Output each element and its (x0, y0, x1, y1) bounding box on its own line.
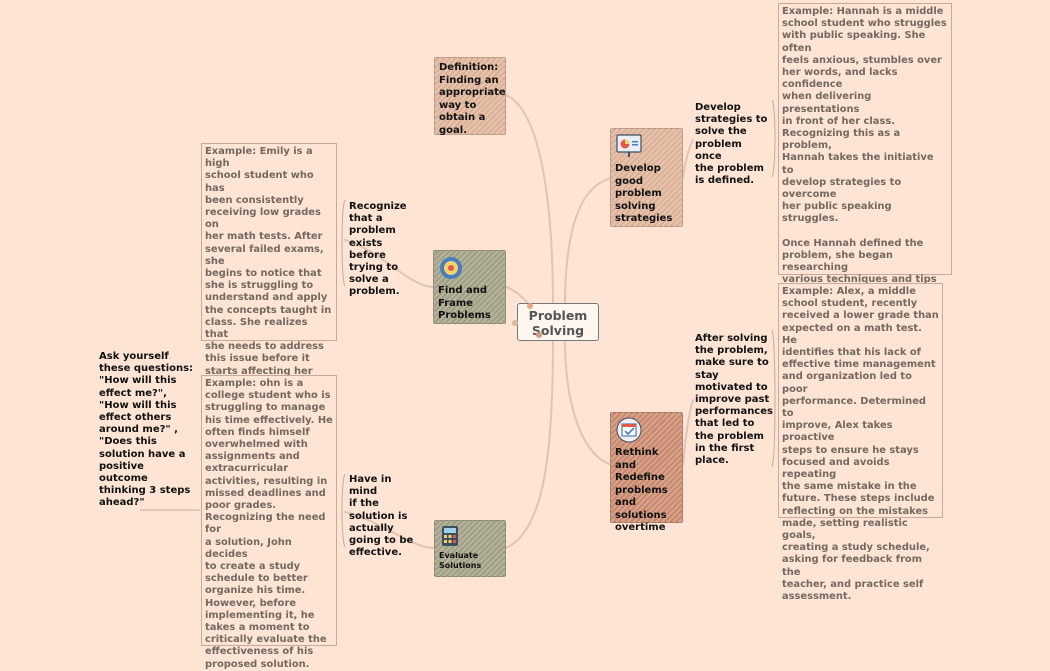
decoration-petal (527, 303, 533, 309)
connector-rethink (564, 339, 613, 466)
bracket-evaluate (341, 473, 346, 548)
rethink-node[interactable]: Rethink and Redefine problems and soluti… (610, 412, 683, 533)
bracket-find (341, 199, 346, 287)
evaluate-node[interactable]: Evaluate Solutions (434, 520, 506, 577)
connector-definition (505, 94, 554, 307)
decoration-petal (512, 320, 518, 326)
connector-lines (140, 94, 776, 549)
calculator-icon (442, 526, 458, 546)
definition-text: Definition: Finding an appropriate way t… (439, 62, 506, 136)
rethink-title: Rethink and Redefine problems and soluti… (615, 447, 668, 533)
bracket-rethink (771, 329, 776, 468)
connector-develop-label (682, 139, 694, 179)
presentation-icon (616, 134, 642, 157)
develop-strategies-title: Develop good problem solving strategies (615, 163, 673, 224)
find-frame-title: Find and Frame Problems (438, 285, 491, 321)
central-topic-title: Problem Solving (528, 308, 588, 338)
find-frame-example: Example: Emily is a high school student … (201, 143, 337, 401)
calendar-icon (616, 417, 642, 443)
evaluate-label: Have in mind if the solution is actually… (349, 474, 414, 559)
evaluate-title: Evaluate Solutions (439, 551, 482, 570)
definition-node[interactable]: Definition: Finding an appropriate way t… (434, 57, 506, 136)
develop-strategies-label: Develop strategies to solve the problem … (695, 102, 768, 187)
rethink-example: Example: Alex, a middle school student, … (778, 283, 943, 602)
target-icon (440, 257, 462, 279)
evaluate-example: Example: ohn is a college student who is… (201, 375, 337, 670)
central-topic[interactable]: Problem Solving (517, 303, 599, 341)
rethink-label: After solving the problem, make sure to … (695, 333, 773, 467)
connector-find-label (344, 239, 434, 288)
connector-develop (564, 177, 613, 307)
connector-rethink-label (682, 399, 694, 466)
develop-strategies-example: Example: Hannah is a middle school stude… (778, 3, 952, 395)
evaluate-questions: Ask yourself these questions: "How will … (99, 351, 194, 509)
connector-find-frame (505, 286, 531, 306)
find-frame-label: Recognize that a problem exists before t… (349, 201, 407, 298)
develop-strategies-node[interactable]: Develop good problem solving strategies (610, 128, 683, 227)
decoration-petal (536, 332, 542, 338)
connector-evaluate-label (344, 511, 436, 549)
bracket-develop (771, 99, 776, 178)
connector-evaluate (505, 339, 554, 549)
find-frame-node[interactable]: Find and Frame Problems (433, 250, 506, 324)
